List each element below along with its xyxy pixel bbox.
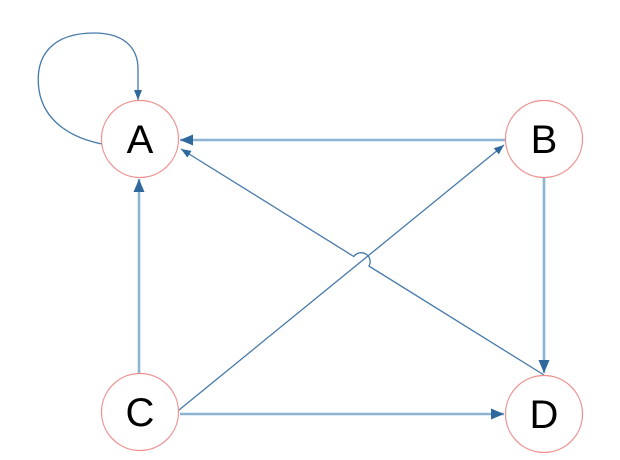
node-D-circle[interactable] [504, 374, 584, 454]
node-A-label: A [127, 118, 154, 162]
node-B-circle[interactable] [504, 99, 584, 179]
node-B[interactable]: B [504, 99, 584, 179]
edge-C-B[interactable] [178, 144, 505, 411]
node-D-label: D [530, 393, 559, 437]
node-C[interactable]: C [100, 372, 180, 452]
edge-D-A[interactable] [180, 148, 545, 376]
node-C-label: C [126, 391, 155, 435]
node-A-circle[interactable] [100, 99, 180, 179]
node-D[interactable]: D [504, 374, 584, 454]
edge-A-A[interactable] [37, 32, 142, 145]
node-A[interactable]: A [100, 99, 180, 179]
node-B-label: B [531, 118, 558, 162]
node-C-circle[interactable] [100, 372, 180, 452]
